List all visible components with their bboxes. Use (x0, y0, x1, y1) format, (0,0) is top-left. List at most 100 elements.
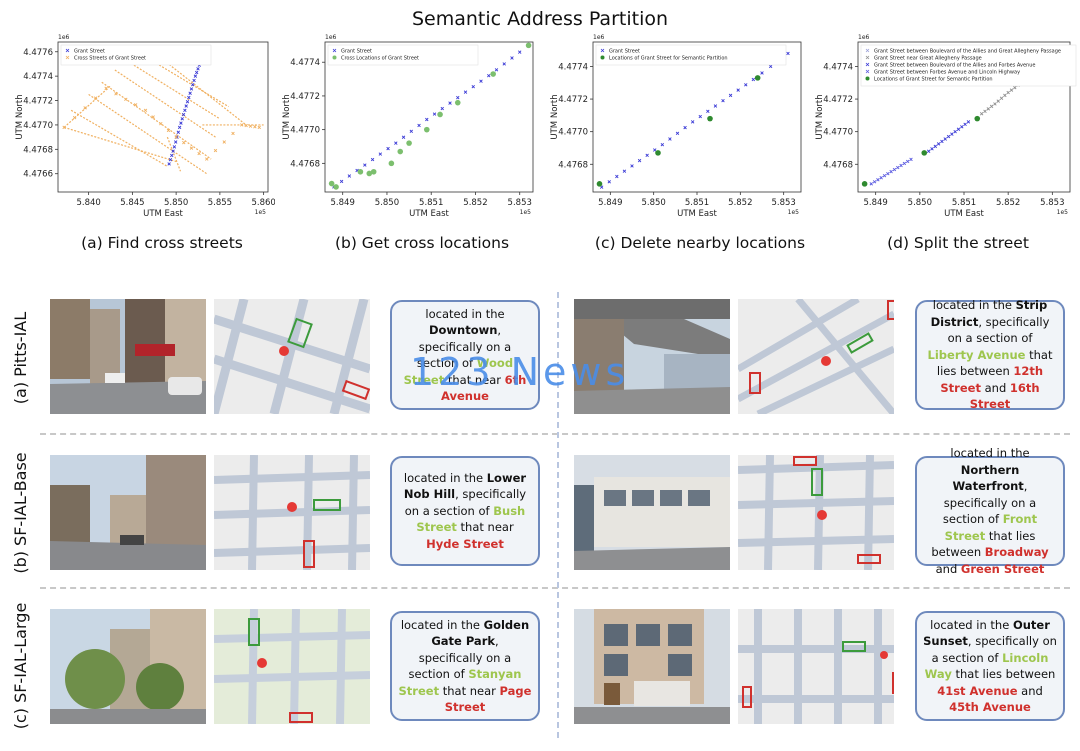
y-tick-label: 4.4766 (23, 170, 53, 180)
y-tick-label: 4.4768 (290, 159, 320, 169)
description-fragment: and (1017, 683, 1043, 698)
legend-label: Cross Locations of Grant Street (341, 56, 419, 62)
description-fragment: , specifically on a section of (416, 323, 512, 370)
data-point (394, 141, 398, 145)
legend-label: Grant Street between Boulevard of the Al… (874, 63, 1035, 69)
data-point (525, 42, 532, 49)
description-text: located in the Golden Gate Park, specifi… (398, 617, 532, 716)
data-point (892, 167, 897, 172)
data-point (953, 129, 957, 134)
cross-street-segment (88, 93, 208, 175)
data-point (406, 140, 412, 146)
data-point (397, 148, 404, 155)
street-photo (574, 455, 730, 570)
data-point (869, 182, 873, 186)
x-tick-label: 5.853 (508, 198, 532, 208)
plot-frame (324, 41, 534, 193)
caption-a: (a) Find cross streets (81, 234, 243, 252)
data-point (253, 125, 257, 129)
cross-street-segment (101, 81, 212, 160)
y-tick-label: 4.4772 (823, 95, 853, 105)
y-tick-label: 4.4770 (23, 121, 53, 131)
x-tick-label: 5.850 (641, 198, 665, 208)
legend-label: Grant Street (74, 49, 105, 55)
street-map (214, 299, 370, 414)
x-tick-label: 5.840 (76, 198, 100, 208)
row-divider (40, 433, 1070, 435)
y-axis-label: UTM North (550, 94, 560, 139)
data-point (114, 92, 118, 96)
data-point (213, 148, 218, 153)
y-multiplier: 1e6 (858, 34, 870, 41)
data-point (698, 114, 702, 119)
data-point (721, 98, 725, 103)
y-tick-label: 4.4770 (823, 128, 853, 138)
data-point (194, 70, 199, 75)
data-point (401, 135, 406, 139)
description-fragment: located in the (950, 446, 1030, 460)
y-tick-label: 4.4772 (558, 95, 588, 105)
data-point (437, 111, 443, 118)
data-point (879, 176, 883, 180)
data-point (936, 142, 941, 146)
data-point (999, 96, 1004, 100)
legend-marker (65, 55, 70, 60)
street-name: Liberty Avenue (927, 347, 1026, 362)
x-tick-label: 5.852 (996, 198, 1020, 208)
description-fragment: located in the (930, 617, 1013, 632)
district-name: Golden Gate Park (431, 617, 530, 649)
data-point (510, 56, 514, 60)
x-tick-label: 5.849 (598, 198, 622, 208)
y-tick-label: 4.4768 (558, 160, 588, 170)
x-tick-label: 5.853 (771, 198, 795, 208)
cross-street-name: Green Street (960, 561, 1045, 576)
data-point (187, 95, 191, 100)
data-point (363, 163, 367, 167)
cross-street-network (63, 48, 264, 175)
cross-street-name: Broadway (984, 545, 1049, 559)
data-point (872, 180, 877, 184)
description-fragment: , specifically on a section of (931, 634, 1057, 665)
description-fragment: , specifically on a section of (408, 634, 512, 681)
description-fragment: located in the (932, 298, 1016, 313)
data-point (728, 93, 733, 98)
district-name: Strip District (930, 298, 1048, 329)
data-point (974, 115, 981, 122)
data-point (675, 131, 680, 136)
data-point (143, 108, 148, 113)
data-point (222, 140, 226, 144)
y-tick-label: 4.4774 (290, 58, 320, 68)
y-tick-label: 4.4770 (290, 126, 320, 136)
x-multiplier: 1e5 (1057, 209, 1069, 216)
legend-marker (600, 48, 605, 53)
data-point (986, 107, 991, 111)
address-description: located in the Northern Waterfront, spec… (915, 446, 1065, 576)
cross-street-segment (166, 136, 182, 172)
x-tick-label: 5.855 (208, 198, 232, 208)
street-map (738, 609, 894, 724)
data-point (754, 75, 761, 81)
data-point (456, 95, 460, 100)
legend-marker (865, 76, 870, 81)
cross-street-name: Hyde Street (426, 536, 504, 551)
data-point (889, 169, 893, 174)
data-point (946, 134, 951, 139)
legend-label: Grant Street (341, 49, 372, 55)
data-point (1003, 93, 1007, 98)
x-tick-label: 5.850 (164, 198, 188, 208)
data-point (690, 120, 695, 124)
street-name: Bush Street (416, 503, 526, 535)
caption-b: (b) Get cross locations (334, 234, 510, 252)
x-tick-label: 5.851 (952, 198, 976, 208)
x-tick-label: 5.849 (331, 198, 355, 208)
x-tick-label: 5.852 (728, 198, 752, 208)
data-point (1013, 85, 1017, 90)
data-point (366, 170, 373, 177)
data-point (683, 125, 687, 130)
data-point (989, 104, 994, 109)
legend-marker (600, 55, 605, 60)
data-point (926, 149, 931, 153)
series-2 (926, 120, 971, 153)
